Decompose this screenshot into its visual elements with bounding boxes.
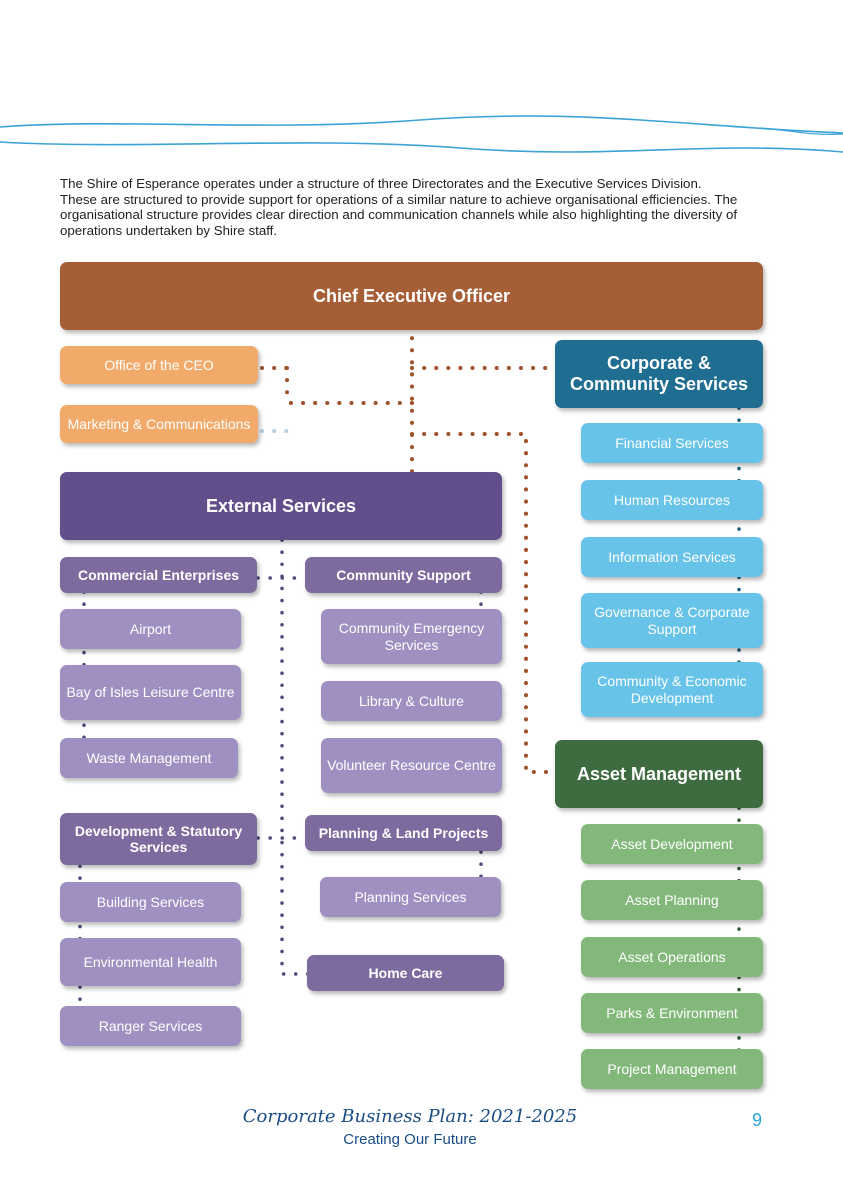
development-item-label: Ranger Services xyxy=(98,1017,203,1034)
asset-management-label: Asset Management xyxy=(576,763,742,784)
planning-item-label: Planning Services xyxy=(354,888,467,905)
commercial-item-label: Waste Management xyxy=(86,749,212,766)
planning-item-box: Planning Services xyxy=(320,877,501,917)
asset-item-label: Asset Operations xyxy=(618,948,726,965)
development-item-box: Building Services xyxy=(60,882,241,922)
asset-item-box: Asset Development xyxy=(581,824,763,864)
commercial-enterprises-label: Commercial Enterprises xyxy=(77,566,240,583)
community-support-box: Community Support xyxy=(305,557,502,593)
planning-land-projects-box: Planning & Land Projects xyxy=(305,815,502,851)
decorative-wave-lines xyxy=(0,115,843,153)
corporate-item-box: Community & Economic Development xyxy=(581,662,763,717)
office-of-ceo-box: Office of the CEO xyxy=(60,346,258,384)
asset-item-box: Asset Operations xyxy=(581,937,763,977)
corporate-item-label: Information Services xyxy=(608,548,736,565)
corporate-community-services-box: Corporate & Community Services xyxy=(555,340,763,408)
community-item-label: Library & Culture xyxy=(358,692,465,709)
corporate-item-label: Community & Economic Development xyxy=(597,673,747,706)
community-item-label: Volunteer Resource Centre xyxy=(327,757,496,774)
corporate-item-label: Governance & Corporate Support xyxy=(594,604,750,637)
corporate-item-box: Information Services xyxy=(581,537,763,577)
community-item-box: Volunteer Resource Centre xyxy=(321,738,502,793)
community-item-box: Community Emergency Services xyxy=(321,609,502,664)
footer-title: Corporate Business Plan: 2021-2025 xyxy=(242,1106,578,1127)
external-services-label: External Services xyxy=(205,495,357,516)
development-statutory-services-box: Development & Statutory Services xyxy=(60,813,257,865)
community-item-label: Community Emergency Services xyxy=(338,620,485,653)
development-statutory-services-label: Development & Statutory Services xyxy=(74,822,243,855)
page-number: 9 xyxy=(752,1110,763,1130)
development-item-label: Environmental Health xyxy=(83,953,218,970)
asset-item-label: Asset Development xyxy=(611,835,733,852)
development-item-box: Ranger Services xyxy=(60,1006,241,1046)
corporate-community-services-label: Corporate & Community Services xyxy=(569,353,749,394)
asset-item-label: Parks & Environment xyxy=(606,1004,738,1021)
commercial-item-box: Airport xyxy=(60,609,241,649)
corporate-item-label: Human Resources xyxy=(614,491,730,508)
asset-item-box: Project Management xyxy=(581,1049,763,1089)
community-support-label: Community Support xyxy=(336,566,471,583)
corporate-item-box: Governance & Corporate Support xyxy=(581,593,763,648)
office-of-ceo-label: Office of the CEO xyxy=(104,356,214,373)
external-services-box: External Services xyxy=(60,472,502,540)
asset-item-box: Parks & Environment xyxy=(581,993,763,1033)
ceo-label: Chief Executive Officer xyxy=(312,285,511,306)
intro-paragraph: The Shire of Esperance operates under a … xyxy=(60,176,738,238)
commercial-item-label: Airport xyxy=(129,620,172,637)
asset-item-label: Asset Planning xyxy=(625,891,719,908)
commercial-item-box: Waste Management xyxy=(60,738,238,778)
home-care-label: Home Care xyxy=(368,964,443,981)
development-item-label: Building Services xyxy=(96,893,205,910)
development-item-box: Environmental Health xyxy=(60,938,241,986)
corporate-item-box: Human Resources xyxy=(581,480,763,520)
planning-land-projects-label: Planning & Land Projects xyxy=(318,824,489,841)
corporate-item-label: Financial Services xyxy=(615,434,729,451)
asset-item-box: Asset Planning xyxy=(581,880,763,920)
ceo-box: Chief Executive Officer xyxy=(60,262,763,330)
community-item-box: Library & Culture xyxy=(321,681,502,721)
home-care-box: Home Care xyxy=(307,955,504,991)
footer-subtitle: Creating Our Future xyxy=(343,1131,477,1148)
asset-item-label: Project Management xyxy=(607,1060,737,1077)
commercial-enterprises-box: Commercial Enterprises xyxy=(60,557,257,593)
marketing-communications-box: Marketing & Communications xyxy=(60,405,258,443)
asset-management-box: Asset Management xyxy=(555,740,763,808)
marketing-communications-label: Marketing & Communications xyxy=(67,415,251,432)
commercial-item-box: Bay of Isles Leisure Centre xyxy=(60,665,241,720)
corporate-item-box: Financial Services xyxy=(581,423,763,463)
commercial-item-label: Bay of Isles Leisure Centre xyxy=(66,684,235,701)
